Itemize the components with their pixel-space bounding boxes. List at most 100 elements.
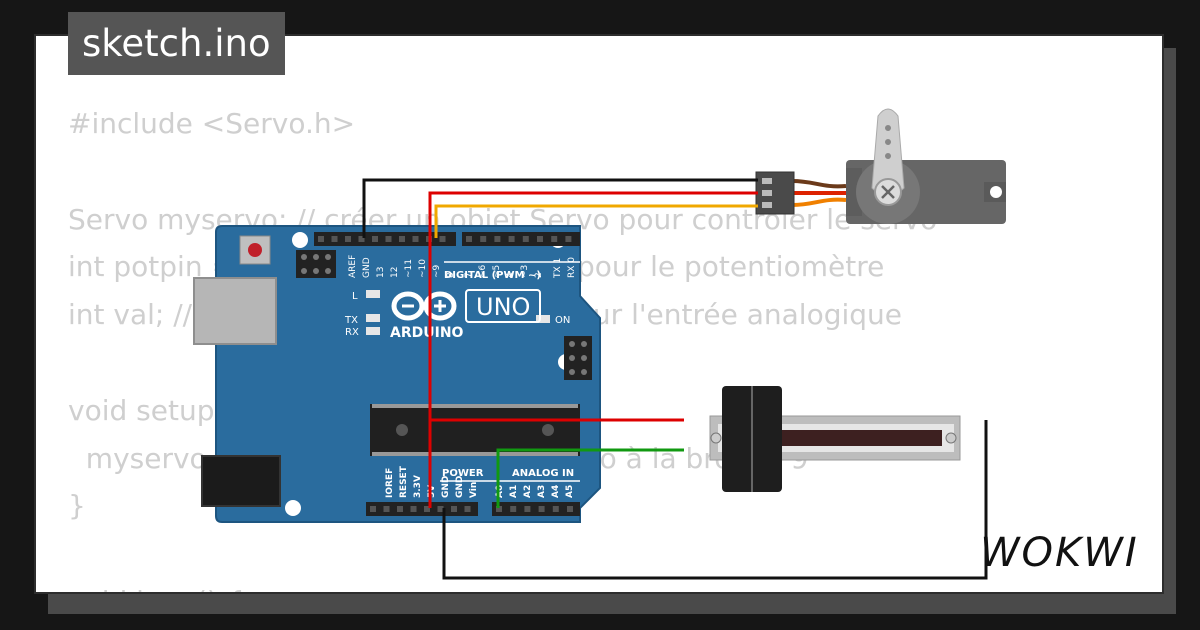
pin-label: ~5 xyxy=(492,265,502,278)
wire-servo-gnd[interactable] xyxy=(362,178,758,238)
header-pin-hole[interactable] xyxy=(439,236,446,242)
usb-connector xyxy=(193,277,277,345)
pin-label: TX 1 xyxy=(553,258,563,279)
dc-power-jack xyxy=(201,455,281,507)
pin-label: 13 xyxy=(376,267,386,278)
pin-label: A4 xyxy=(551,485,561,498)
icsp-header xyxy=(296,250,336,278)
header-pin-hole[interactable] xyxy=(464,506,471,512)
header-pin-hole[interactable] xyxy=(397,506,403,512)
header-pin-hole[interactable] xyxy=(410,506,417,512)
header-pin-hole[interactable] xyxy=(565,236,572,242)
pin-label: 8 xyxy=(446,272,456,278)
header-pin-hole[interactable] xyxy=(567,506,573,512)
code-line: #include <Servo.h> xyxy=(68,107,356,140)
header-pin-hole[interactable] xyxy=(412,236,419,242)
led-rx xyxy=(366,327,380,335)
header-pin-hole[interactable] xyxy=(508,236,515,242)
led-on xyxy=(536,315,550,323)
analog-header xyxy=(492,502,580,516)
pin-label: ~10 xyxy=(418,259,428,278)
led-tx xyxy=(366,314,380,322)
digital-header xyxy=(314,232,580,246)
reset-button-cap xyxy=(248,243,262,257)
header-pin-hole[interactable] xyxy=(522,236,529,242)
pin-label: RESET xyxy=(399,465,409,498)
header-pin-hole[interactable] xyxy=(385,236,392,242)
header-pin-hole[interactable] xyxy=(494,236,501,242)
led-l xyxy=(366,290,380,298)
pin-label: 5V xyxy=(427,485,437,498)
wokwi-logo[interactable]: WOKWI xyxy=(980,530,1139,576)
header-pin-hole[interactable] xyxy=(331,236,338,242)
servo-connector xyxy=(755,171,795,215)
servo-motor[interactable] xyxy=(755,108,1006,224)
pin-label: AREF xyxy=(348,255,358,278)
pin-label: RX 0 xyxy=(567,257,577,278)
icsp-header-right xyxy=(564,336,592,380)
pin-label: 4 xyxy=(506,272,516,278)
pin-label: ~3 xyxy=(520,265,530,278)
servo-mount-hole xyxy=(990,186,1002,198)
wire-pot-gnd[interactable] xyxy=(442,420,988,580)
pin-label: GND xyxy=(441,476,451,498)
power-header xyxy=(366,502,478,516)
header-pin-hole[interactable] xyxy=(345,236,351,242)
pin-label: A0 xyxy=(495,485,505,498)
header-pin-hole[interactable] xyxy=(496,506,502,512)
atmega-chip xyxy=(370,404,580,456)
header-pin-hole[interactable] xyxy=(372,236,378,242)
digital-header-label: DIGITAL (PWM ~) xyxy=(444,270,541,281)
analog-header-label: ANALOG IN xyxy=(512,468,574,479)
header-pin-hole[interactable] xyxy=(318,236,324,242)
sketch-filename-tag[interactable]: sketch.ino xyxy=(68,12,285,75)
power-header-label: POWER xyxy=(442,468,484,479)
board-brand: ARDUINO xyxy=(390,325,464,341)
header-pin-hole[interactable] xyxy=(383,506,390,512)
led-rx-label: RX xyxy=(345,327,359,338)
pin-label: GND xyxy=(362,257,372,278)
header-pin-hole[interactable] xyxy=(551,236,558,242)
header-pin-hole[interactable] xyxy=(510,506,517,512)
board-model-badge xyxy=(465,289,541,323)
pin-label: GND xyxy=(455,476,465,498)
header-pin-hole[interactable] xyxy=(451,506,457,512)
board-model: UNO xyxy=(476,293,530,321)
pin-label: IOREF xyxy=(385,468,395,498)
pin-label: A2 xyxy=(523,485,533,498)
pot-track xyxy=(780,430,942,446)
pin-label: 7 xyxy=(464,272,474,278)
header-pin-hole[interactable] xyxy=(524,506,531,512)
header-pin-hole[interactable] xyxy=(399,236,405,242)
arduino-logo-icon xyxy=(391,291,457,321)
header-pin-hole[interactable] xyxy=(466,236,472,242)
pin-label: 12 xyxy=(390,267,400,278)
pin-label: Vin xyxy=(469,482,479,498)
header-pin-hole[interactable] xyxy=(552,506,559,512)
wire-servo-signal[interactable] xyxy=(434,204,758,238)
header-pin-hole[interactable] xyxy=(480,236,487,242)
code-line: } xyxy=(68,489,86,523)
pin-label: ~9 xyxy=(432,264,442,278)
pin-label: ~11 xyxy=(404,259,414,278)
pin-label: A1 xyxy=(509,485,519,498)
wire-pot-signal[interactable] xyxy=(496,448,684,508)
wire-servo-vcc[interactable] xyxy=(428,191,758,508)
header-pin-hole[interactable] xyxy=(537,236,543,242)
pin-label: A5 xyxy=(565,485,575,498)
pin-label: A3 xyxy=(537,485,547,498)
pin-label: 3.3V xyxy=(413,475,423,498)
header-pin-hole[interactable] xyxy=(538,506,545,512)
slide-potentiometer[interactable] xyxy=(709,386,961,492)
code-line: void loop() { xyxy=(68,578,937,592)
header-pin-hole[interactable] xyxy=(358,236,365,242)
mounting-hole xyxy=(285,500,301,516)
pin-label: ~6 xyxy=(478,264,488,278)
header-pin-hole[interactable] xyxy=(424,506,430,512)
header-pin-hole[interactable] xyxy=(370,506,376,512)
header-pin-hole[interactable] xyxy=(437,506,444,512)
led-on-label: ON xyxy=(555,315,570,326)
mounting-hole xyxy=(292,232,308,248)
